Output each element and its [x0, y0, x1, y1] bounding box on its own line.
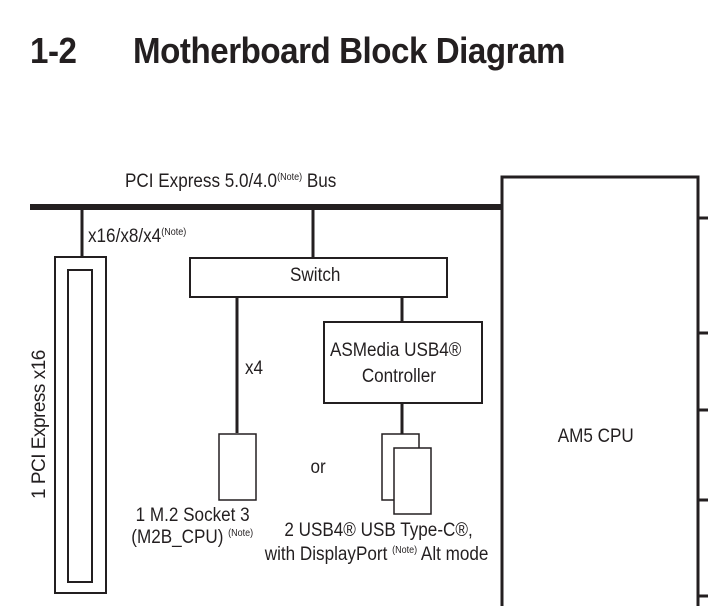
m2-socket-box: [218, 433, 257, 501]
section-number: 1-2: [30, 30, 77, 71]
asmedia-box: [323, 321, 483, 404]
or-label: or: [310, 457, 326, 478]
usb-port-front: [393, 447, 432, 515]
page-title: Motherboard Block Diagram: [133, 30, 566, 71]
m2-lanes-label: x4: [245, 358, 264, 379]
asmedia-label-line1: ASMedia USB4®: [329, 340, 462, 361]
pcie-slot-label: 1 PCI Express x16: [29, 350, 50, 500]
usb-label-line2: with DisplayPort (Note) Alt mode: [264, 544, 489, 565]
bus-label: PCI Express 5.0/4.0(Note) Bus: [125, 171, 337, 192]
slot-lanes-label: x16/x8/x4(Note): [88, 226, 187, 247]
pcie-slot-inner: [67, 269, 93, 583]
cpu-box: [500, 175, 700, 606]
asmedia-label-line2: Controller: [361, 366, 436, 387]
usb-label-line1: 2 USB4® USB Type-C®,: [284, 520, 473, 541]
m2-label-line1: 1 M.2 Socket 3: [135, 505, 250, 526]
switch-label: Switch: [290, 265, 341, 286]
cpu-label: AM5 CPU: [557, 426, 634, 447]
switch-box: [189, 257, 448, 298]
pcie-slot-outer: [54, 256, 107, 594]
m2-label-line2: (M2B_CPU) (Note): [131, 527, 254, 548]
